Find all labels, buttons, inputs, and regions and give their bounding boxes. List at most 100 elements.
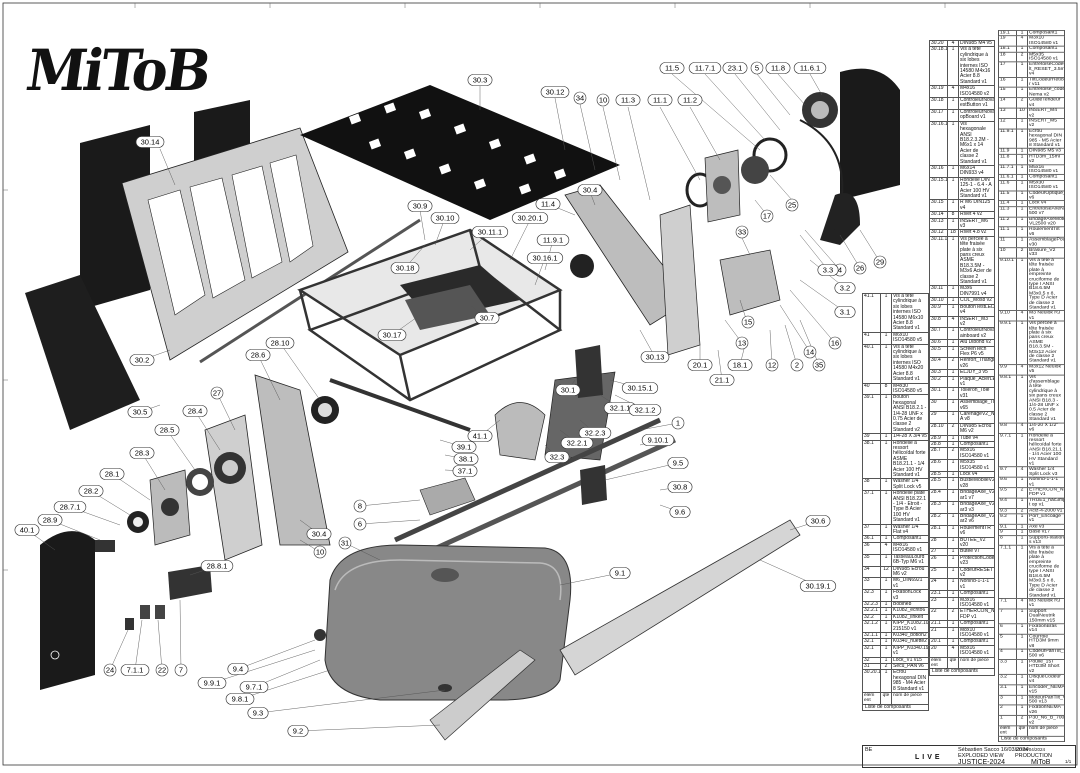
callout-22: 22 [155,663,169,677]
support-7 [168,565,212,600]
bom-item-number: 27 [930,549,948,555]
callout-label: 11.9.1 [543,236,563,245]
bom-part-name: BUTEE_V2 v20 [960,537,986,548]
bom-quantity: 2 [948,423,959,435]
callout-1: 1 [671,416,685,430]
bom-part-name: Composant1 [960,442,989,448]
bom-part-name: Lock_V1 v15 [893,657,922,663]
callout-28-9: 28.9 [37,514,63,526]
bom-quantity: 1 [881,639,892,645]
bom-part-name: Washer 1/4 Split Lock v5 [893,479,922,490]
bom-item-number: 9.8 [999,423,1017,433]
bom-quantity: 1 [1017,154,1028,164]
bom-quantity: 2 [881,664,892,670]
bom-part-name: Rondelle plate ANSI B18.22.1 - 1/4 - Etr… [893,491,927,524]
callout-30-18: 30.18 [390,262,420,274]
bom-part-name: Brasure_V2 v33 [1029,248,1056,258]
bom-part-name: Vis d'assemblage à tête cylindrique à si… [1029,375,1061,423]
bom-item-number: 30.15.1 [930,177,948,200]
bom-part-name: ScreenTech Flex P6 v5 [960,346,987,357]
bom-part-name: DisqueCodeur v4 [1029,674,1061,684]
bom-part-name: Porr_Encoage v1 [1029,514,1061,524]
bom-quantity: 1 [948,460,959,472]
bom-item-number: 11.6 [999,180,1017,191]
callout-20-1: 20.1 [687,359,713,371]
disc-23-1 [752,137,788,173]
callout-label: 30.8 [673,483,688,492]
bom-item-number: 30.4 [930,358,948,370]
callout-28-1: 28.1 [99,468,125,480]
bom-part-name: Entretoise_codeur Nema v2 [1029,87,1064,98]
bom-item-number: 30.3 [930,370,948,376]
bom-quantity: 1 [881,554,892,566]
bom-item-number: 30.7 [930,328,948,340]
bom-part-name: TiltCodeurReticeto r v11 [1029,77,1064,87]
bom-part-name: Ecrou hexagonal DIN 985 - M4 Acier 8 Sta… [893,670,927,692]
bom-item-number: 11.7.1 [999,164,1017,175]
bom-quantity: 1 [948,621,959,627]
callout-6: 6 [353,517,367,531]
bom-item-number: 17 [999,62,1017,77]
callout-3-3: 3.3 [817,264,839,276]
plate-9-2 [429,649,536,741]
bom-part-name: Rondelle à ressort hélicoïdal forte ANSI… [1029,433,1063,467]
bom-item-number: 13 [999,108,1017,119]
bom-item-number: 30.18 [930,98,948,109]
bom-part-name: Composant1 [960,591,989,597]
bom-part-name: Courroie HTD3M 9mm v8 [1029,634,1059,649]
connector-22 [155,605,165,619]
bom-item-number: 28.8 [930,442,948,448]
axe-9-1 [431,568,459,582]
callout-16: 16 [828,336,842,350]
scale: 1/1 [1065,759,1072,764]
bom-part-name: Composant1 [960,639,989,645]
callout-label: 11.1 [653,96,667,105]
bom-quantity: 4 [1017,467,1028,477]
callout-label: 23.1 [728,64,743,73]
bom-item-number: 12 [999,118,1017,129]
callout-label: 39.1 [457,443,472,452]
callout-label: 11.5 [665,64,679,73]
bom-header-element: élém ent [863,693,881,704]
callout-label: 28.8.1 [207,562,228,571]
bom-quantity: 4 [1017,364,1028,375]
bom-quantity: 1 [1017,118,1028,129]
bom-item-number: 30 [930,400,948,411]
bom-quantity: 1 [948,388,959,400]
bom-item-number: 3.1 [999,685,1017,695]
bom-part-name: Vis hexagonale ANSI B18.2.3.2M - M6x1 x … [960,121,989,165]
bom-item-number: 25 [930,567,948,579]
bom-quantity: 1 [881,670,892,693]
bom-part-name: DIN985 Ecrou M6 v2 [893,566,925,577]
bom-part-name: M3x12 Neulok v5 [1029,364,1061,374]
bom-quantity: 1 [1017,206,1028,217]
callout-30-15-1: 30.15.1 [621,382,659,394]
bom-quantity: 1 [1017,685,1028,695]
callout-35: 35 [812,358,826,372]
bom-item-number: 11.6.1 [999,175,1017,180]
bom-item-number: 9.10.1 [999,258,1017,311]
bom-item-number: 30.14 [930,212,948,218]
bom-item-number: 15 [999,87,1017,98]
bom-quantity: 1 [948,502,959,513]
bom-part-name: Composant1 [960,621,989,627]
author: Sébastien Sacco 16/03/2024 [958,747,1029,753]
bom-item-number: 8 [999,535,1017,546]
bom-item-number: 32.2.3 [863,601,881,608]
callout-label: 31 [341,539,349,548]
bom-part-name: M4x16 ISO14580 v1 [893,542,923,554]
bom-part-name: FixationNEMA v26 [1029,705,1061,715]
bom-item-number: 9.1 [999,524,1017,530]
